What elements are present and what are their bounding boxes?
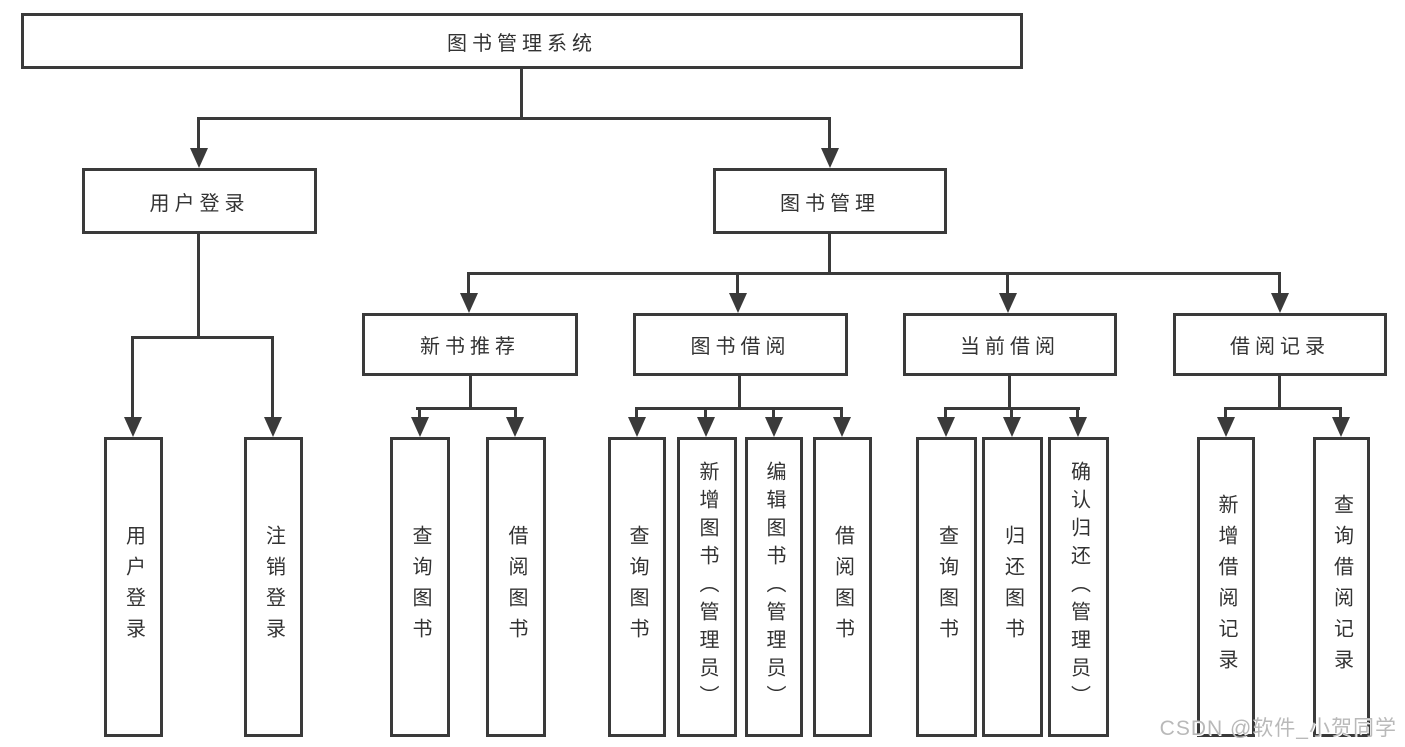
leaf-cb-query-books-label: 查询图书 bbox=[935, 525, 958, 649]
leaf-nb-borrow-books-label: 借阅图书 bbox=[505, 525, 527, 649]
leaf-bb-query-books: 查询图书 bbox=[608, 437, 666, 737]
leaf-bb-borrow-books: 借阅图书 bbox=[813, 437, 872, 737]
connector-drop-nb-borrow bbox=[514, 407, 517, 420]
leaf-br-add-record: 新增借阅记录 bbox=[1197, 437, 1255, 737]
connector-drop-cb-confirm bbox=[1076, 407, 1079, 420]
connector-root-stem bbox=[520, 69, 523, 118]
node-new-books-label: 新书推荐 bbox=[420, 336, 520, 358]
connector-user-login-stem bbox=[197, 234, 200, 338]
connector-drop-br-query bbox=[1339, 407, 1342, 420]
connector-drop-borrow-records bbox=[1278, 272, 1281, 296]
arrowhead-borrow-records bbox=[1271, 293, 1289, 313]
arrowhead-bb-borrow bbox=[833, 417, 851, 437]
node-current-borrow: 当前借阅 bbox=[903, 313, 1117, 376]
node-user-login-label: 用户登录 bbox=[149, 192, 250, 215]
connector-drop-user-login bbox=[197, 117, 200, 151]
connector-drop-bb-query bbox=[635, 407, 638, 420]
leaf-user-login-label: 用户登录 bbox=[122, 525, 145, 649]
connector-drop-leaf-logout bbox=[271, 336, 274, 418]
arrowhead-cb-return bbox=[1003, 417, 1021, 437]
connector-book-mgmt-hbar bbox=[467, 272, 1281, 275]
connector-drop-current-borrow bbox=[1006, 272, 1009, 296]
connector-user-login-hbar bbox=[131, 336, 274, 339]
node-root-label: 图书管理系统 bbox=[447, 32, 597, 55]
leaf-cb-confirm-return: 确认归还（管理员） bbox=[1048, 437, 1109, 737]
leaf-logout-label: 注销登录 bbox=[262, 525, 285, 649]
leaf-bb-add-books: 新增图书（管理员） bbox=[677, 437, 737, 737]
connector-drop-bb-borrow bbox=[840, 407, 843, 420]
leaf-user-login: 用户登录 bbox=[104, 437, 163, 737]
node-book-borrow-label: 图书借阅 bbox=[690, 336, 791, 358]
node-book-mgmt-label: 图书管理 bbox=[780, 192, 880, 215]
connector-drop-nb-query bbox=[418, 407, 421, 420]
connector-current-borrow-stem bbox=[1008, 376, 1011, 409]
leaf-br-query-record: 查询借阅记录 bbox=[1313, 437, 1370, 737]
connector-drop-bb-add bbox=[704, 407, 707, 420]
connector-root-hbar bbox=[197, 117, 831, 120]
leaf-nb-borrow-books: 借阅图书 bbox=[486, 437, 546, 737]
arrowhead-new-books bbox=[460, 293, 478, 313]
connector-borrow-records-hbar bbox=[1224, 407, 1342, 410]
arrowhead-br-add bbox=[1217, 417, 1235, 437]
leaf-br-query-record-label: 查询借阅记录 bbox=[1330, 494, 1353, 680]
connector-new-books-hbar bbox=[416, 407, 517, 410]
connector-drop-book-borrow bbox=[736, 272, 739, 296]
connector-book-borrow-hbar bbox=[635, 407, 843, 410]
arrowhead-cb-confirm bbox=[1069, 417, 1087, 437]
leaf-cb-query-books: 查询图书 bbox=[916, 437, 977, 737]
watermark: CSDN @软件_小贺同学 bbox=[1159, 717, 1397, 740]
connector-drop-br-add bbox=[1224, 407, 1227, 420]
leaf-bb-edit-books: 编辑图书（管理员） bbox=[745, 437, 803, 737]
leaf-br-add-record-label: 新增借阅记录 bbox=[1215, 494, 1237, 680]
node-user-login: 用户登录 bbox=[82, 168, 317, 234]
arrowhead-nb-query bbox=[411, 417, 429, 437]
connector-borrow-records-stem bbox=[1278, 376, 1281, 409]
arrowhead-leaf-user-login bbox=[124, 417, 142, 437]
leaf-nb-query-books: 查询图书 bbox=[390, 437, 450, 737]
arrowhead-bb-edit bbox=[765, 417, 783, 437]
node-borrow-records-label: 借阅记录 bbox=[1230, 336, 1330, 358]
arrowhead-br-query bbox=[1332, 417, 1350, 437]
connector-new-books-stem bbox=[469, 376, 472, 409]
leaf-logout: 注销登录 bbox=[244, 437, 303, 737]
connector-drop-book-mgmt bbox=[828, 117, 831, 151]
leaf-cb-return-books: 归还图书 bbox=[982, 437, 1043, 737]
arrowhead-user-login bbox=[190, 148, 208, 168]
connector-drop-cb-return bbox=[1010, 407, 1013, 420]
arrowhead-current-borrow bbox=[999, 293, 1017, 313]
connector-drop-cb-query bbox=[944, 407, 947, 420]
arrowhead-leaf-logout bbox=[264, 417, 282, 437]
leaf-nb-query-books-label: 查询图书 bbox=[409, 525, 431, 649]
connector-drop-new-books bbox=[467, 272, 470, 296]
connector-drop-leaf-user-login bbox=[131, 336, 134, 418]
node-new-books: 新书推荐 bbox=[362, 313, 578, 376]
leaf-bb-add-books-label: 新增图书（管理员） bbox=[696, 461, 718, 713]
arrowhead-nb-borrow bbox=[506, 417, 524, 437]
arrowhead-bb-query bbox=[628, 417, 646, 437]
node-book-borrow: 图书借阅 bbox=[633, 313, 848, 376]
node-root: 图书管理系统 bbox=[21, 13, 1023, 69]
leaf-bb-edit-books-label: 编辑图书（管理员） bbox=[763, 461, 785, 713]
connector-book-borrow-stem bbox=[738, 376, 741, 409]
arrowhead-book-borrow bbox=[729, 293, 747, 313]
leaf-bb-query-books-label: 查询图书 bbox=[626, 525, 648, 649]
connector-book-mgmt-stem bbox=[828, 234, 831, 274]
connector-drop-bb-edit bbox=[772, 407, 775, 420]
leaf-cb-confirm-return-label: 确认归还（管理员） bbox=[1067, 461, 1090, 713]
node-book-mgmt: 图书管理 bbox=[713, 168, 947, 234]
leaf-bb-borrow-books-label: 借阅图书 bbox=[831, 525, 854, 649]
node-current-borrow-label: 当前借阅 bbox=[960, 336, 1060, 358]
arrowhead-bb-add bbox=[697, 417, 715, 437]
leaf-cb-return-books-label: 归还图书 bbox=[1001, 525, 1024, 649]
arrowhead-cb-query bbox=[937, 417, 955, 437]
arrowhead-book-mgmt bbox=[821, 148, 839, 168]
node-borrow-records: 借阅记录 bbox=[1173, 313, 1387, 376]
